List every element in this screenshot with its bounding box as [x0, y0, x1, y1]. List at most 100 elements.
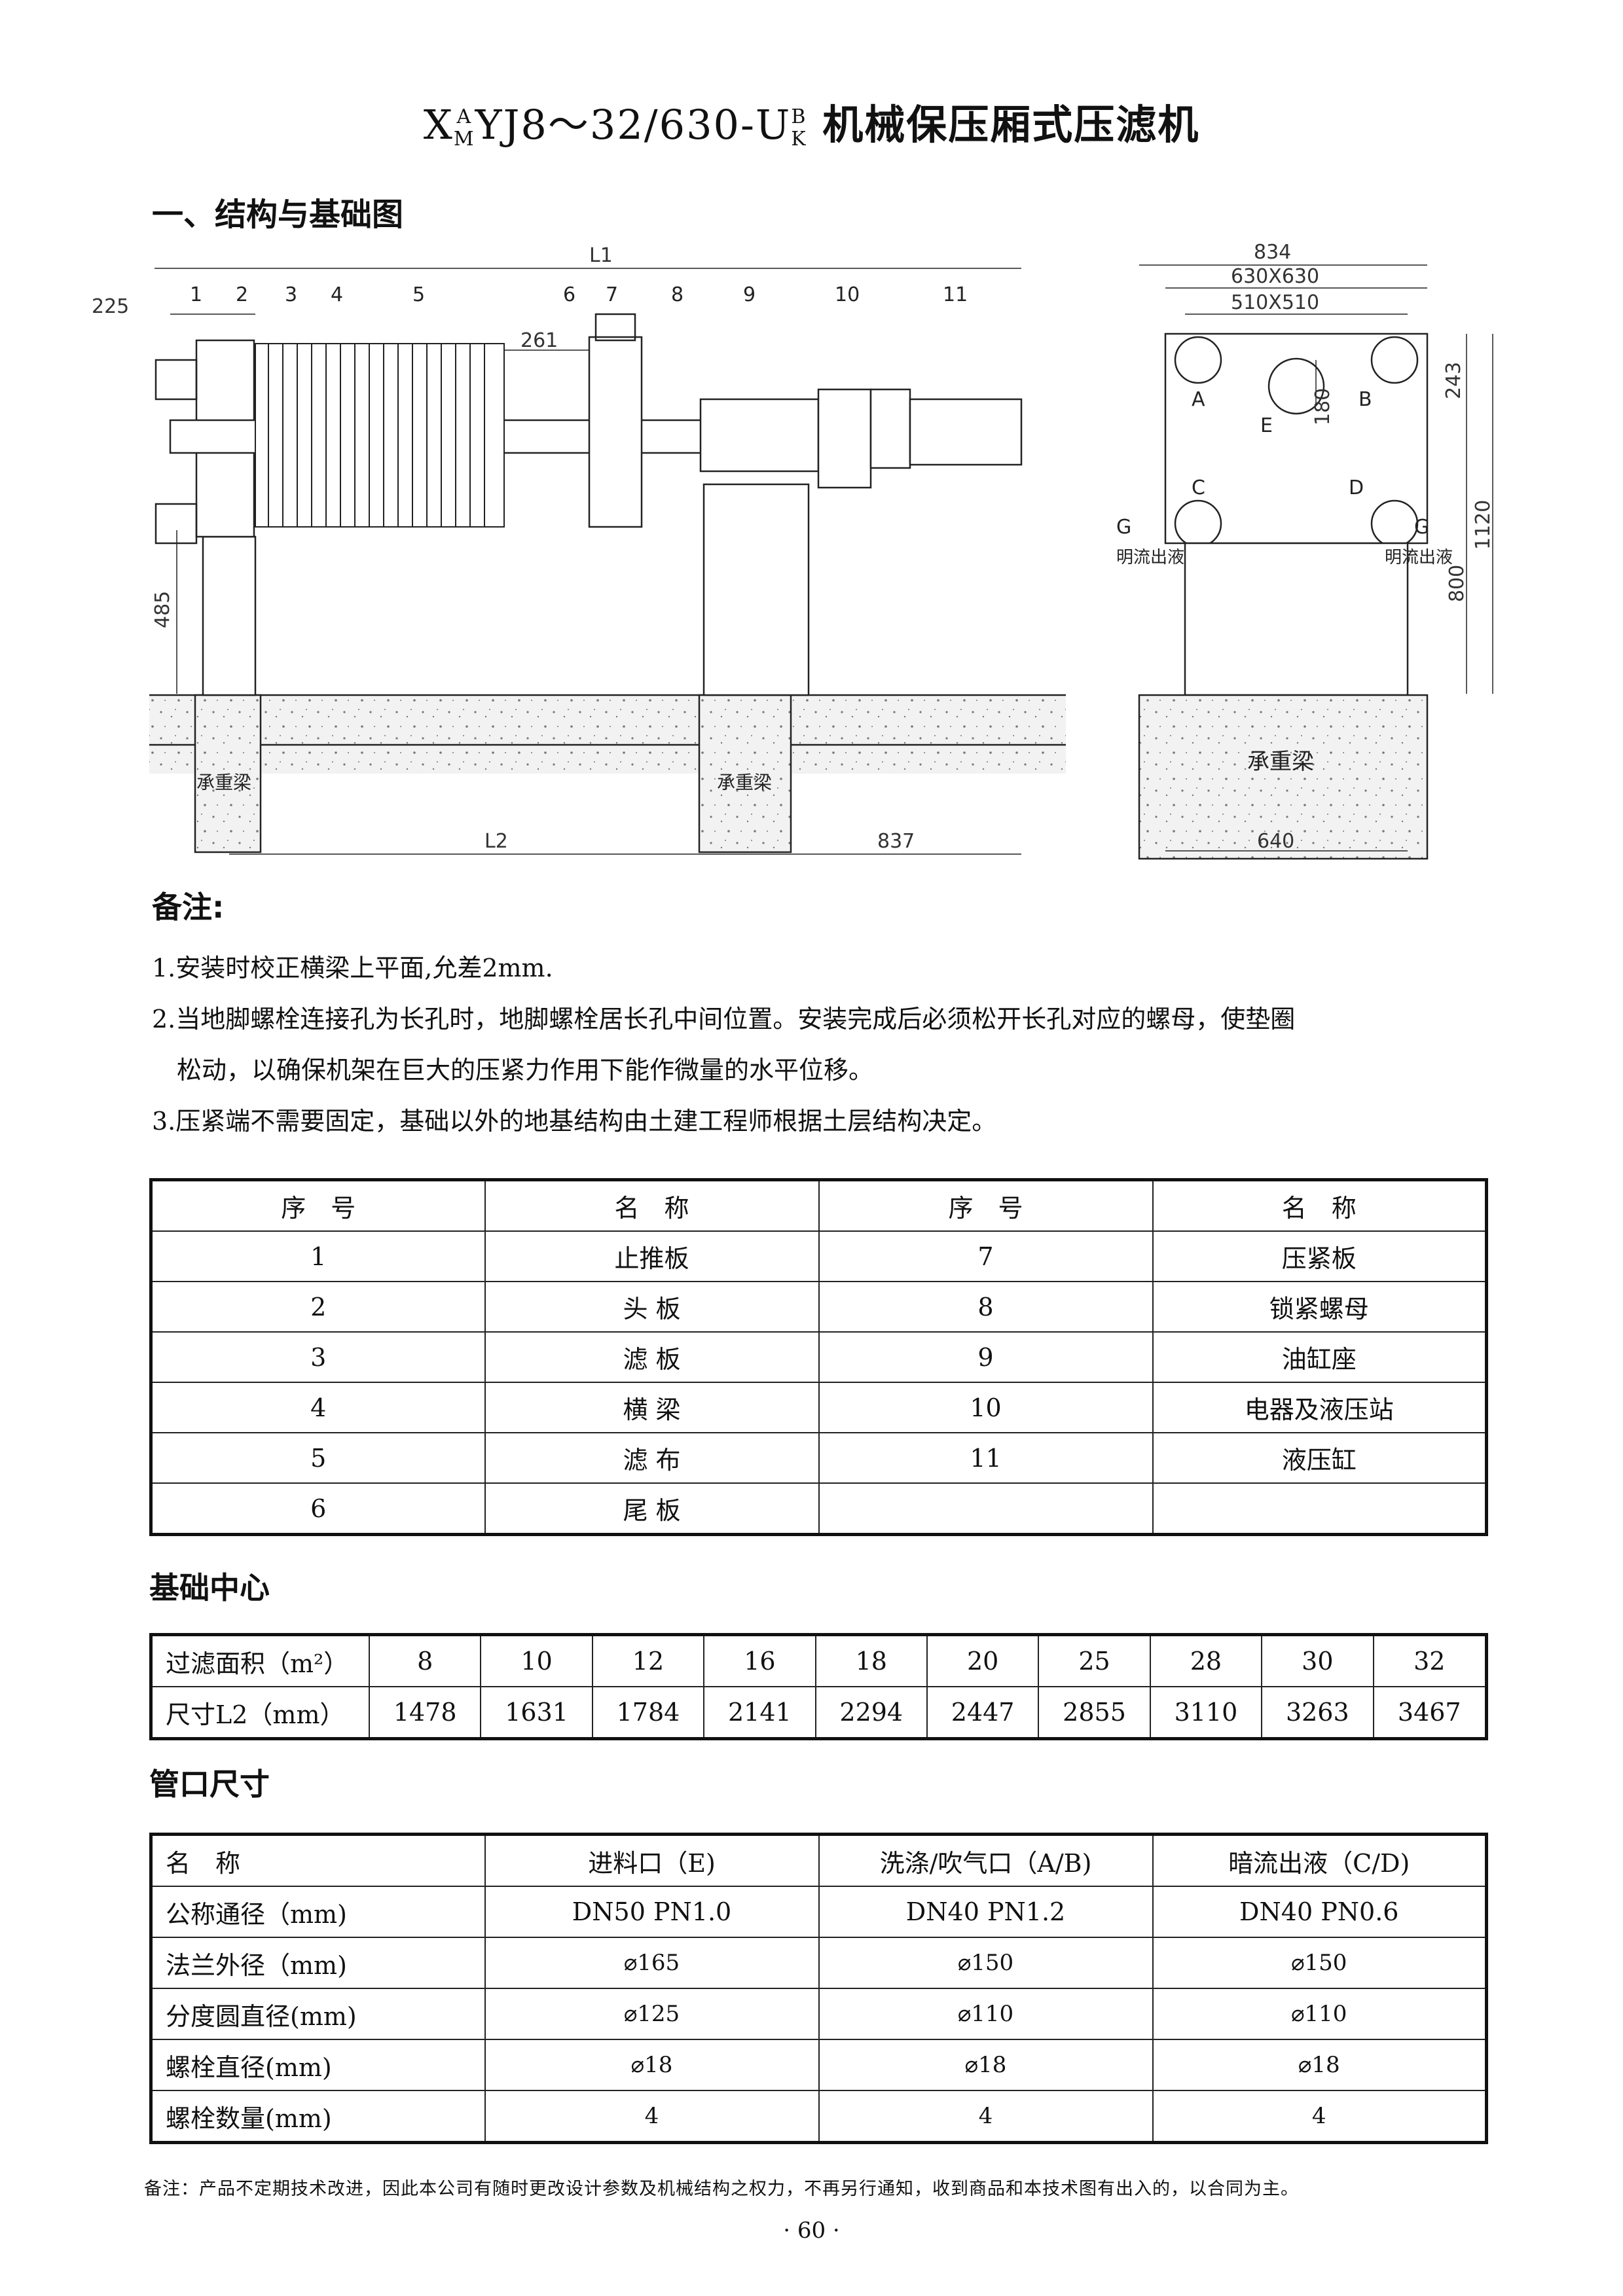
table-row: 过滤面积（m²） 8 10 12 16 18 20 25 28 30 32	[150, 1634, 1487, 1687]
header-cell: 序 号	[818, 1179, 1154, 1232]
callout-5: 5	[412, 283, 425, 306]
title-sup1: A	[456, 105, 473, 128]
table-cell: ⌀110	[818, 1988, 1154, 2040]
title-prefix: X	[423, 101, 454, 149]
callout-6: 6	[563, 283, 575, 306]
table-cell: 10	[480, 1634, 593, 1687]
footer-disclaimer: 备注：产品不定期技术改进，因此本公司有随时更改设计参数及机械结构之权力，不再另行…	[144, 2179, 1299, 2199]
end-view-plate	[1164, 332, 1429, 545]
callout-10: 10	[835, 283, 860, 306]
foundation-table: 过滤面积（m²） 8 10 12 16 18 20 25 28 30 32 尺寸…	[149, 1633, 1488, 1740]
table-cell: ⌀18	[818, 2039, 1154, 2091]
dim-l2: L2	[484, 830, 508, 853]
drain-label-left: 明流出液	[1116, 548, 1184, 567]
table-cell: 2141	[703, 1686, 816, 1740]
table-cell	[818, 1482, 1154, 1535]
table-cell: 尾 板	[484, 1482, 820, 1535]
table-cell: 7	[818, 1230, 1154, 1282]
note-2-cont: 松动，以确保机架在巨大的压紧力作用下能作微量的水平位移。	[177, 1056, 874, 1085]
table-cell: 10	[818, 1382, 1154, 1433]
title-sup2: B	[791, 105, 807, 128]
dim-510: 510X510	[1231, 291, 1319, 314]
table-cell: 6	[150, 1482, 486, 1535]
table-cell: 2294	[814, 1686, 928, 1740]
table-cell: ⌀18	[484, 2039, 820, 2091]
beam-label-mid: 承重梁	[717, 772, 772, 793]
table-cell: 横 梁	[484, 1382, 820, 1433]
table-cell: 16	[703, 1634, 816, 1687]
table-cell: 1478	[368, 1686, 482, 1740]
table-cell: 3263	[1261, 1686, 1374, 1740]
dim-485: 485	[151, 591, 174, 628]
table-cell: ⌀125	[484, 1988, 820, 2040]
dim-243: 243	[1442, 362, 1465, 399]
table-cell: 2	[150, 1281, 486, 1333]
table-cell	[1152, 1482, 1487, 1535]
table-cell: 头 板	[484, 1281, 820, 1333]
table-cell: 2447	[926, 1686, 1040, 1740]
note-3: 3.压紧端不需要固定，基础以外的地基结构由土建工程师根据土层结构决定。	[152, 1107, 997, 1136]
cylinder-seat	[699, 398, 820, 473]
left-leg	[202, 535, 257, 696]
inlet-flange-bottom	[155, 503, 198, 545]
row-label: 法兰外径（mm)	[150, 1937, 486, 1989]
table-row: 分度圆直径(mm) ⌀125 ⌀110 ⌀110	[150, 1988, 1487, 2040]
header-cell: 洗涤/吹气口（A/B)	[818, 1833, 1154, 1887]
cylinder-stand	[702, 483, 810, 696]
notes-heading: 备注:	[152, 889, 225, 925]
hydraulic-cylinder	[909, 398, 1023, 466]
table-cell: 1784	[591, 1686, 705, 1740]
table-cell: 锁紧螺母	[1152, 1281, 1487, 1333]
table-cell: 4	[484, 2090, 820, 2144]
dim-180: 180	[1311, 388, 1334, 425]
table-row: 4 横 梁 10 电器及液压站	[150, 1382, 1487, 1433]
ground-slab	[149, 695, 1066, 774]
title-suffix: 机械保压厢式压滤机	[807, 101, 1200, 149]
section-heading-structure: 一、结构与基础图	[152, 196, 404, 233]
label-b: B	[1359, 388, 1372, 411]
table-cell: ⌀165	[484, 1937, 820, 1989]
press-plate-top	[594, 313, 636, 342]
header-cell: 名 称	[150, 1833, 486, 1887]
dim-837: 837	[877, 830, 915, 853]
table-cell: 5	[150, 1432, 486, 1484]
title-sub1: M	[453, 127, 475, 151]
table-row: 法兰外径（mm) ⌀165 ⌀150 ⌀150	[150, 1937, 1487, 1989]
dim-834: 834	[1254, 241, 1291, 264]
callout-4: 4	[331, 283, 343, 306]
table-row: 公称通径（mm) DN50 PN1.0 DN40 PN1.2 DN40 PN0.…	[150, 1886, 1487, 1938]
table-cell: 8	[818, 1281, 1154, 1333]
label-e: E	[1260, 414, 1273, 437]
notes-block: 1.安装时校正横梁上平面,允差2mm. 2.当地脚螺栓连接孔为长孔时，地脚螺栓居…	[152, 942, 1494, 1147]
table-cell: ⌀110	[1152, 1988, 1487, 2040]
beam-label-left: 承重梁	[196, 772, 251, 793]
table-cell: 液压缸	[1152, 1432, 1487, 1484]
header-cell: 名 称	[484, 1179, 820, 1232]
beam-label-right: 承重梁	[1247, 749, 1314, 775]
table-row: 6 尾 板	[150, 1482, 1487, 1535]
label-c: C	[1192, 476, 1205, 499]
structure-drawing: L1 225 261 485 L2 837 834 630X630 510X51…	[92, 241, 1495, 860]
table-cell: 20	[926, 1634, 1040, 1687]
table-cell: 3467	[1372, 1686, 1487, 1740]
dim-l1: L1	[589, 244, 613, 267]
table-cell: 11	[818, 1432, 1154, 1484]
foundation-beam-left	[194, 694, 262, 853]
foundation-heading: 基础中心	[149, 1570, 270, 1605]
table-row: 2 头 板 8 锁紧螺母	[150, 1281, 1487, 1333]
table-cell: 止推板	[484, 1230, 820, 1282]
table-cell: DN40 PN1.2	[818, 1886, 1154, 1938]
label-g-right: G	[1414, 516, 1429, 539]
row-label: 螺栓直径(mm)	[150, 2039, 486, 2091]
press-plate	[588, 336, 643, 528]
dim-225: 225	[92, 295, 129, 318]
dim-640: 640	[1257, 830, 1294, 853]
table-cell: ⌀150	[818, 1937, 1154, 1989]
title-sub2: K	[791, 127, 807, 151]
callout-11: 11	[943, 283, 968, 306]
table-row: 螺栓数量(mm) 4 4 4	[150, 2090, 1487, 2144]
table-cell: 12	[591, 1634, 705, 1687]
row-label: 分度圆直径(mm)	[150, 1988, 486, 2040]
table-row: 螺栓直径(mm) ⌀18 ⌀18 ⌀18	[150, 2039, 1487, 2091]
table-cell: 28	[1149, 1634, 1263, 1687]
